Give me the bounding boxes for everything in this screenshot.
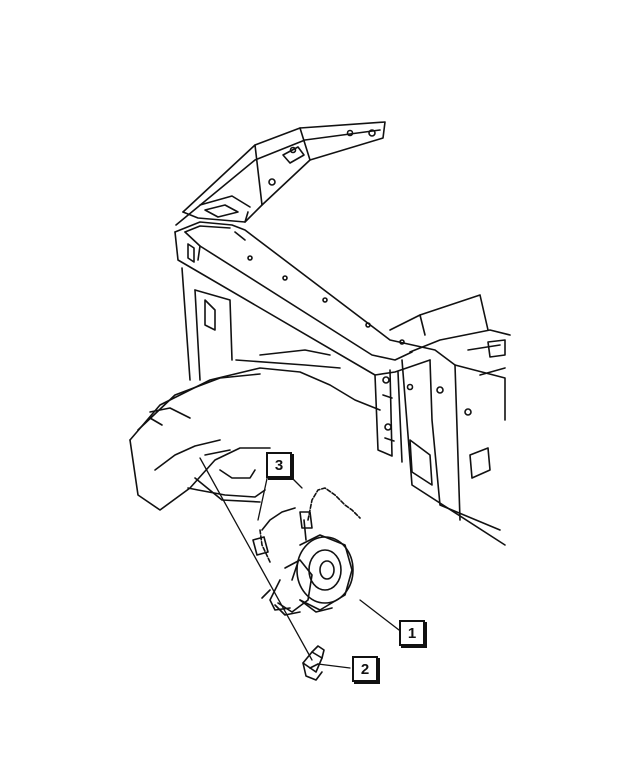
mounting-bolt [302, 645, 325, 681]
callout-3: 3 [266, 452, 292, 478]
callout-1: 1 [399, 620, 425, 646]
front-cross-member [174, 204, 456, 376]
callout-2: 2 [352, 656, 378, 682]
side-frame-rail [401, 329, 511, 546]
callout-2-label: 2 [360, 660, 370, 678]
support-bracket [374, 369, 403, 463]
upper-frame-rail [175, 121, 386, 226]
fender-liner [129, 367, 381, 511]
horn-assembly [261, 534, 354, 616]
callout-1-label: 1 [407, 624, 417, 642]
leader-lines [199, 457, 400, 669]
rear-frame-section [181, 267, 489, 381]
wiring-harness [252, 487, 361, 563]
callout-3-label: 3 [274, 456, 284, 474]
